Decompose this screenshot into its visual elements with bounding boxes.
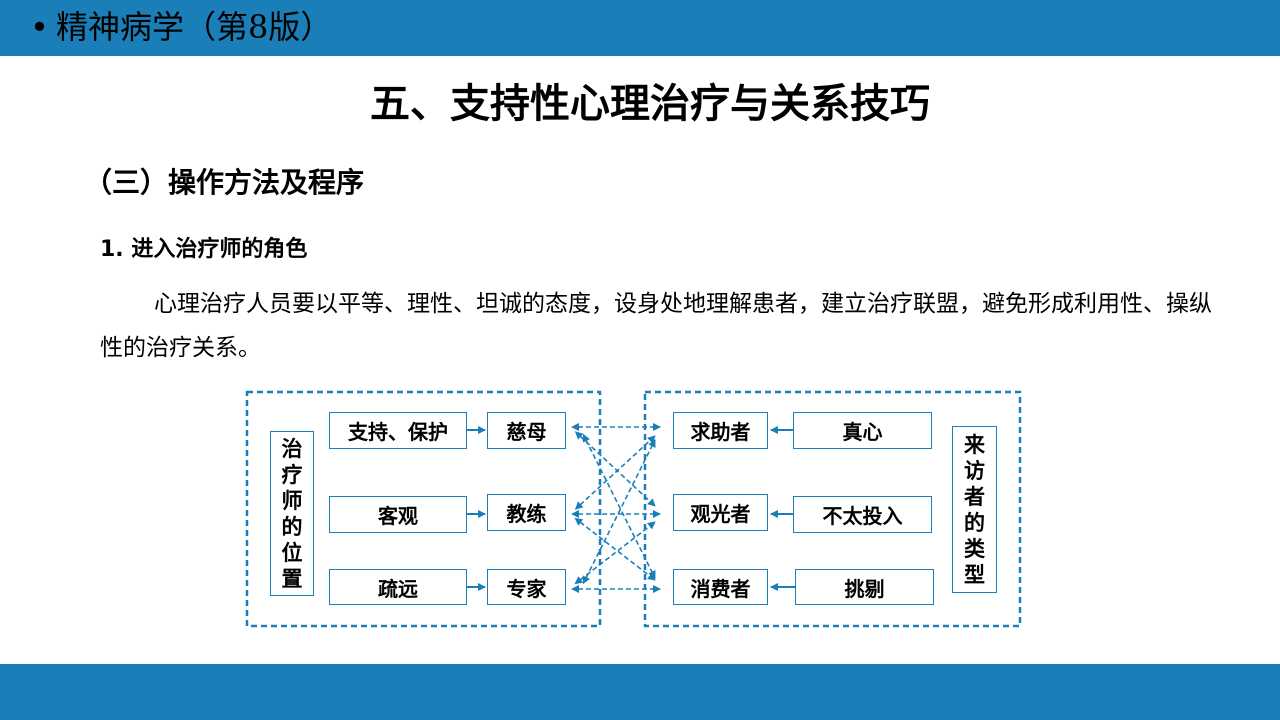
link-role2-client1 — [574, 435, 656, 510]
label-char: 者 — [964, 484, 985, 509]
client-attitude-sincere: 真心 — [793, 412, 932, 449]
label-char: 访 — [964, 458, 985, 483]
label-char: 来 — [964, 432, 985, 457]
section-heading: （三）操作方法及程序 — [84, 166, 365, 199]
role-box-expert: 专家 — [487, 569, 566, 605]
body-paragraph: 心理治疗人员要以平等、理性、坦诚的态度，设身处地理解患者，建立治疗联盟，避免形成… — [100, 291, 1212, 361]
book-title: 精神病学（第8版） — [56, 8, 333, 46]
sub-heading: 1. 进入治疗师的角色 — [100, 237, 308, 262]
client-type-label: 来 访 者 的 类 型 — [952, 426, 997, 593]
label-char: 治 — [281, 436, 303, 461]
slide-title: 五、支持性心理治疗与关系技巧 — [370, 81, 930, 127]
label-char: 的 — [964, 510, 985, 535]
attitude-box-distant: 疏远 — [329, 569, 467, 605]
role-box-mother: 慈母 — [487, 412, 566, 449]
bottom-banner — [0, 664, 1280, 720]
book-reference: • 精神病学（第8版） — [30, 8, 333, 46]
attitude-box-support: 支持、保护 — [329, 412, 467, 449]
label-char: 位 — [281, 540, 303, 565]
link-role3-client1 — [582, 439, 656, 585]
label-char: 的 — [281, 514, 303, 539]
label-char: 型 — [964, 562, 985, 587]
link-role1-client2 — [574, 431, 656, 507]
link-role1-client3 — [582, 433, 656, 579]
client-box-help-seeker: 求助者 — [673, 412, 768, 449]
attitude-box-objective: 客观 — [329, 496, 467, 533]
label-char: 疗 — [281, 462, 303, 487]
label-char: 置 — [281, 566, 303, 591]
top-banner — [0, 0, 1280, 56]
link-role2-client3 — [574, 517, 656, 581]
bullet-point: • — [30, 8, 49, 46]
link-role3-client2 — [574, 521, 656, 585]
client-box-sightseer: 观光者 — [673, 494, 768, 531]
client-attitude-uninvolved: 不太投入 — [793, 496, 932, 533]
client-box-consumer: 消费者 — [673, 569, 768, 605]
therapist-position-label: 治 疗 师 的 位 置 — [270, 431, 314, 596]
role-box-coach: 教练 — [487, 494, 566, 531]
label-char: 类 — [964, 536, 985, 561]
label-char: 师 — [281, 488, 303, 513]
client-attitude-picky: 挑剔 — [795, 569, 934, 605]
